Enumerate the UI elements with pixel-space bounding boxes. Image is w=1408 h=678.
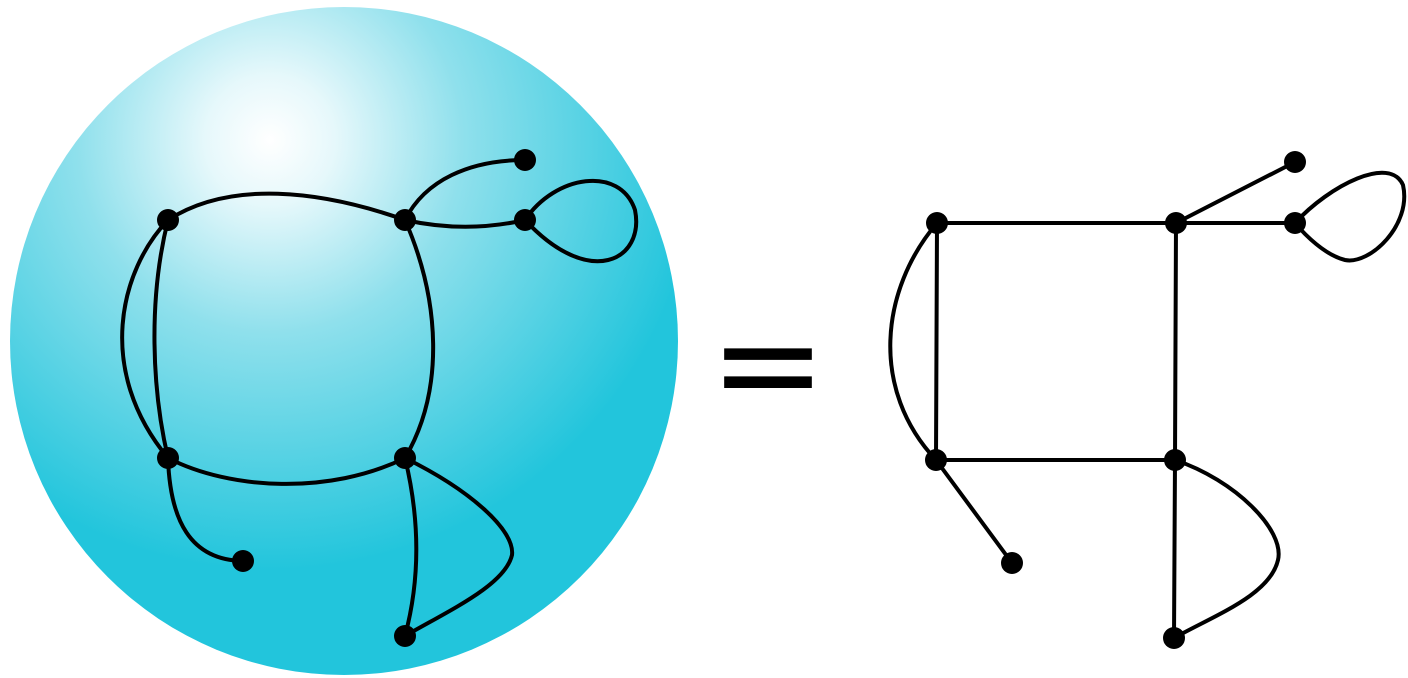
sphere-node-bottom-right <box>394 447 416 469</box>
sphere-node-loop <box>514 209 536 231</box>
sphere <box>10 7 678 675</box>
sphere-edge-left-inner <box>152 218 170 460</box>
sphere-edge-bottom <box>166 456 407 486</box>
planar-node-bottom-right <box>1164 449 1186 471</box>
sphere-edge-bottom-right-straight <box>403 456 419 638</box>
sphere-node-pendant-top <box>514 149 536 171</box>
sphere-node-bottom-left <box>157 447 179 469</box>
planar-edge-self-loop <box>1293 170 1407 263</box>
sphere-graph <box>10 7 678 675</box>
planar-edge-left-straight <box>934 221 939 462</box>
planar-node-bottom <box>1163 627 1185 649</box>
planar-edge-pendant-top <box>1174 160 1297 225</box>
planar-node-top-left <box>926 212 948 234</box>
planar-node-bottom-left <box>925 449 947 471</box>
sphere-node-pendant-bottom-left <box>232 550 254 572</box>
sphere-edge-self-loop <box>523 178 639 264</box>
planar-node-pendant-bottom-left <box>1001 552 1023 574</box>
sphere-edge-bottom-right-curve <box>403 456 515 638</box>
planar-node-loop <box>1284 212 1306 234</box>
planar-edge-pendant-bottom-left <box>934 458 1014 565</box>
planar-edge-right <box>1173 221 1178 462</box>
planar-edge-bottom-right-straight <box>1172 458 1177 640</box>
planar-edge-left-curve <box>888 221 939 462</box>
equals-sign: = <box>709 283 826 446</box>
planar-node-pendant-top <box>1284 151 1306 173</box>
sphere-edge-pendant-bottom-left <box>166 456 245 563</box>
sphere-node-bottom <box>394 625 416 647</box>
sphere-edge-right <box>403 218 436 460</box>
planar-edge-bottom-right-curve <box>1172 458 1281 640</box>
sphere-edge-left-outer <box>120 218 170 460</box>
planar-graph <box>888 151 1407 649</box>
sphere-edge-to-loop-node <box>403 218 527 229</box>
sphere-edge-top <box>166 191 407 222</box>
sphere-edge-pendant-top <box>403 158 527 222</box>
planar-node-top-right <box>1165 212 1187 234</box>
sphere-node-top-left <box>157 209 179 231</box>
sphere-node-top-right <box>394 209 416 231</box>
